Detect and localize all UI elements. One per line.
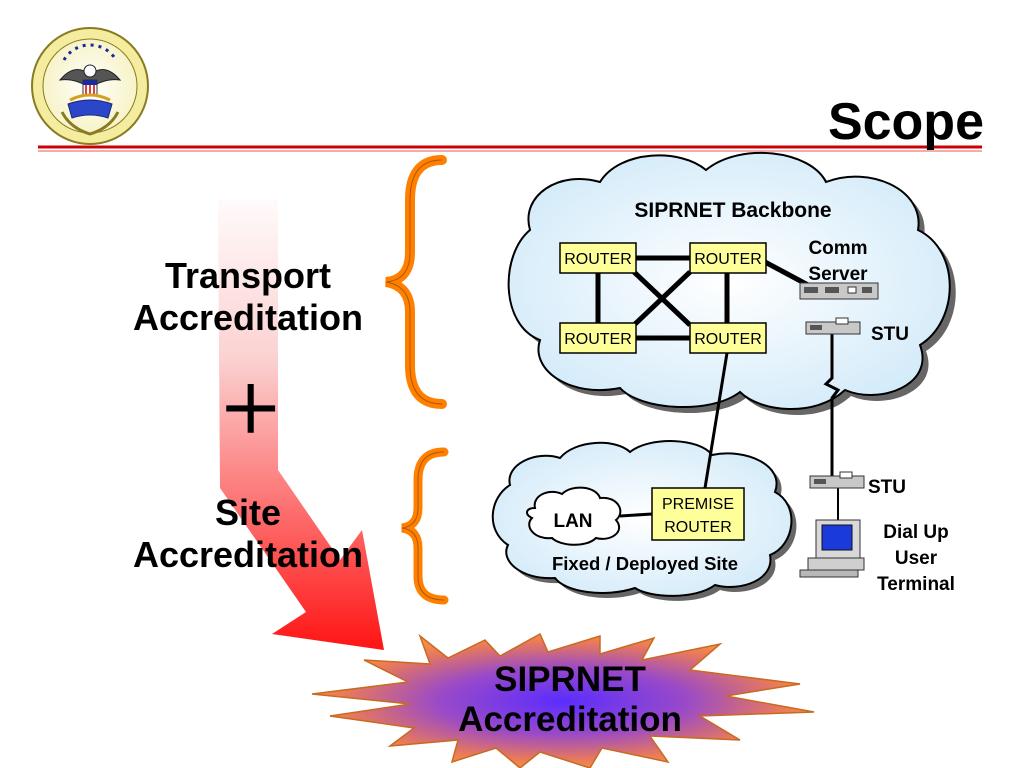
computer-terminal-icon — [799, 519, 865, 578]
lan-to-premise-link — [619, 512, 653, 518]
backbone-title: SIPRNET Backbone — [634, 199, 831, 222]
router-bottom-right — [689, 322, 767, 354]
lan-cloud — [526, 486, 622, 546]
site-brace-outline — [401, 451, 445, 601]
transport-label-line2: Accreditation — [132, 297, 364, 338]
dialup-label-line1: Dial Up — [883, 522, 948, 543]
router-mesh-links — [595, 255, 810, 341]
router-top-left — [559, 242, 637, 274]
transport-brace-outline — [385, 159, 443, 405]
siprnet-accreditation-result: SIPRNET Accreditation — [420, 660, 720, 740]
stu-bottom-label: STU — [868, 477, 906, 498]
router-label: ROUTER — [694, 251, 762, 268]
router-label: ROUTER — [564, 331, 632, 348]
premise-router — [651, 487, 745, 541]
transport-brace — [384, 155, 447, 409]
router-top-right — [689, 242, 767, 274]
comm-server-label-line1: Comm — [808, 238, 867, 259]
result-line1: SIPRNET — [494, 660, 646, 699]
premise-router-label-line2: ROUTER — [664, 519, 732, 536]
accreditation-flow-arrow — [218, 200, 384, 650]
accreditation-starburst — [311, 632, 815, 768]
lan-label: LAN — [553, 511, 592, 532]
site-accreditation-label: Site Accreditation — [108, 492, 388, 576]
dialup-label-line3: Terminal — [877, 574, 955, 595]
site-label-line1: Site — [214, 492, 282, 533]
site-cloud — [491, 440, 793, 597]
plus-sign: + — [218, 362, 284, 452]
router-label: ROUTER — [694, 331, 762, 348]
result-line2: Accreditation — [458, 700, 682, 739]
dialup-label-line2: User — [895, 548, 938, 569]
transport-accreditation-label: Transport Accreditation — [108, 255, 388, 339]
comm-server-label-line2: Server — [808, 264, 868, 285]
stu-top-icon — [805, 317, 861, 335]
backbone-to-premise-link — [703, 352, 729, 489]
router-label: ROUTER — [564, 251, 632, 268]
transport-label-line1: Transport — [164, 255, 332, 296]
site-caption: Fixed / Deployed Site — [552, 554, 738, 574]
stu-bottom-icon — [809, 471, 865, 489]
dialup-phone-line — [823, 332, 841, 476]
stu-top-label: STU — [871, 324, 909, 345]
site-label-line2: Accreditation — [132, 534, 364, 575]
comm-server-icon — [799, 282, 879, 300]
premise-router-label-line1: PREMISE — [662, 496, 734, 513]
eagle-seal-icon — [31, 27, 149, 145]
router-bottom-left — [559, 322, 637, 354]
slide-title: Scope — [827, 93, 984, 151]
